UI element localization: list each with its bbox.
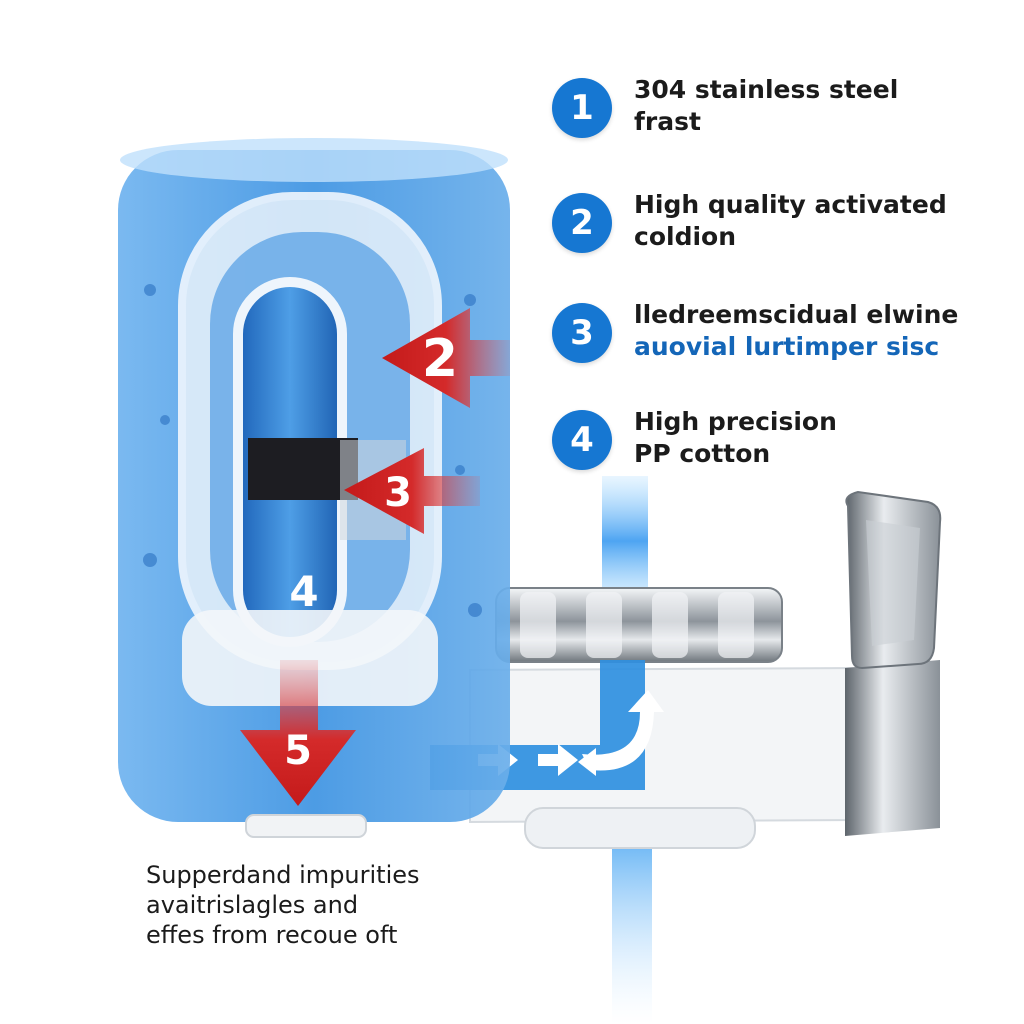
legend-badge-2: 2 bbox=[552, 193, 612, 253]
legend-badge-3: 3 bbox=[552, 303, 612, 363]
legend-line: High precision bbox=[634, 407, 837, 436]
legend-line: High quality activated bbox=[634, 190, 947, 219]
outlet-water-stream bbox=[612, 830, 652, 1024]
legend-line: lledreemscidual elwine bbox=[634, 300, 959, 329]
stage-3-arrow: 3 bbox=[344, 448, 480, 534]
legend-badge-4: 4 bbox=[552, 410, 612, 470]
legend-line: auovial lurtimper sisc bbox=[634, 332, 940, 361]
caption-line: Supperdand impurities bbox=[146, 861, 420, 889]
legend-line: coldion bbox=[634, 222, 737, 251]
stage-2-arrow: 2 bbox=[382, 308, 510, 408]
legend-text-4: High precision PP cotton bbox=[634, 406, 1004, 470]
legend-line: 304 stainless steel bbox=[634, 75, 899, 104]
filter-cartridge bbox=[178, 192, 442, 706]
stage-2-label: 2 bbox=[422, 329, 458, 389]
legend-line: PP cotton bbox=[634, 439, 771, 468]
legend-line: frast bbox=[634, 107, 701, 136]
stage-5-arrow: 5 bbox=[240, 660, 356, 806]
bottom-caption: Supperdand impurities avaitrislagles and… bbox=[146, 860, 506, 950]
caption-line: effes from recoue oft bbox=[146, 921, 398, 949]
chrome-mounting-nut bbox=[495, 587, 783, 663]
inlet-water-stream bbox=[602, 476, 648, 606]
legend-item-1: 1 304 stainless steel frast bbox=[552, 75, 1012, 148]
stage-4-label: 4 bbox=[289, 567, 318, 616]
legend-item-4: 4 High precision PP cotton bbox=[552, 407, 1012, 480]
legend-badge-1: 1 bbox=[552, 78, 612, 138]
faucet-body bbox=[469, 490, 942, 849]
stage-3-label: 3 bbox=[384, 470, 412, 516]
caption-line: avaitrislagles and bbox=[146, 891, 359, 919]
legend-item-2: 2 High quality activated coldion bbox=[552, 190, 1012, 263]
stage-5-label: 5 bbox=[284, 728, 312, 774]
legend-text-2: High quality activated coldion bbox=[634, 189, 1004, 253]
legend-text-1: 304 stainless steel frast bbox=[634, 74, 1004, 138]
legend-item-3: 3 lledreemscidual elwine auovial lurtimp… bbox=[552, 300, 1012, 373]
legend-text-3: lledreemscidual elwine auovial lurtimper… bbox=[634, 299, 1004, 363]
